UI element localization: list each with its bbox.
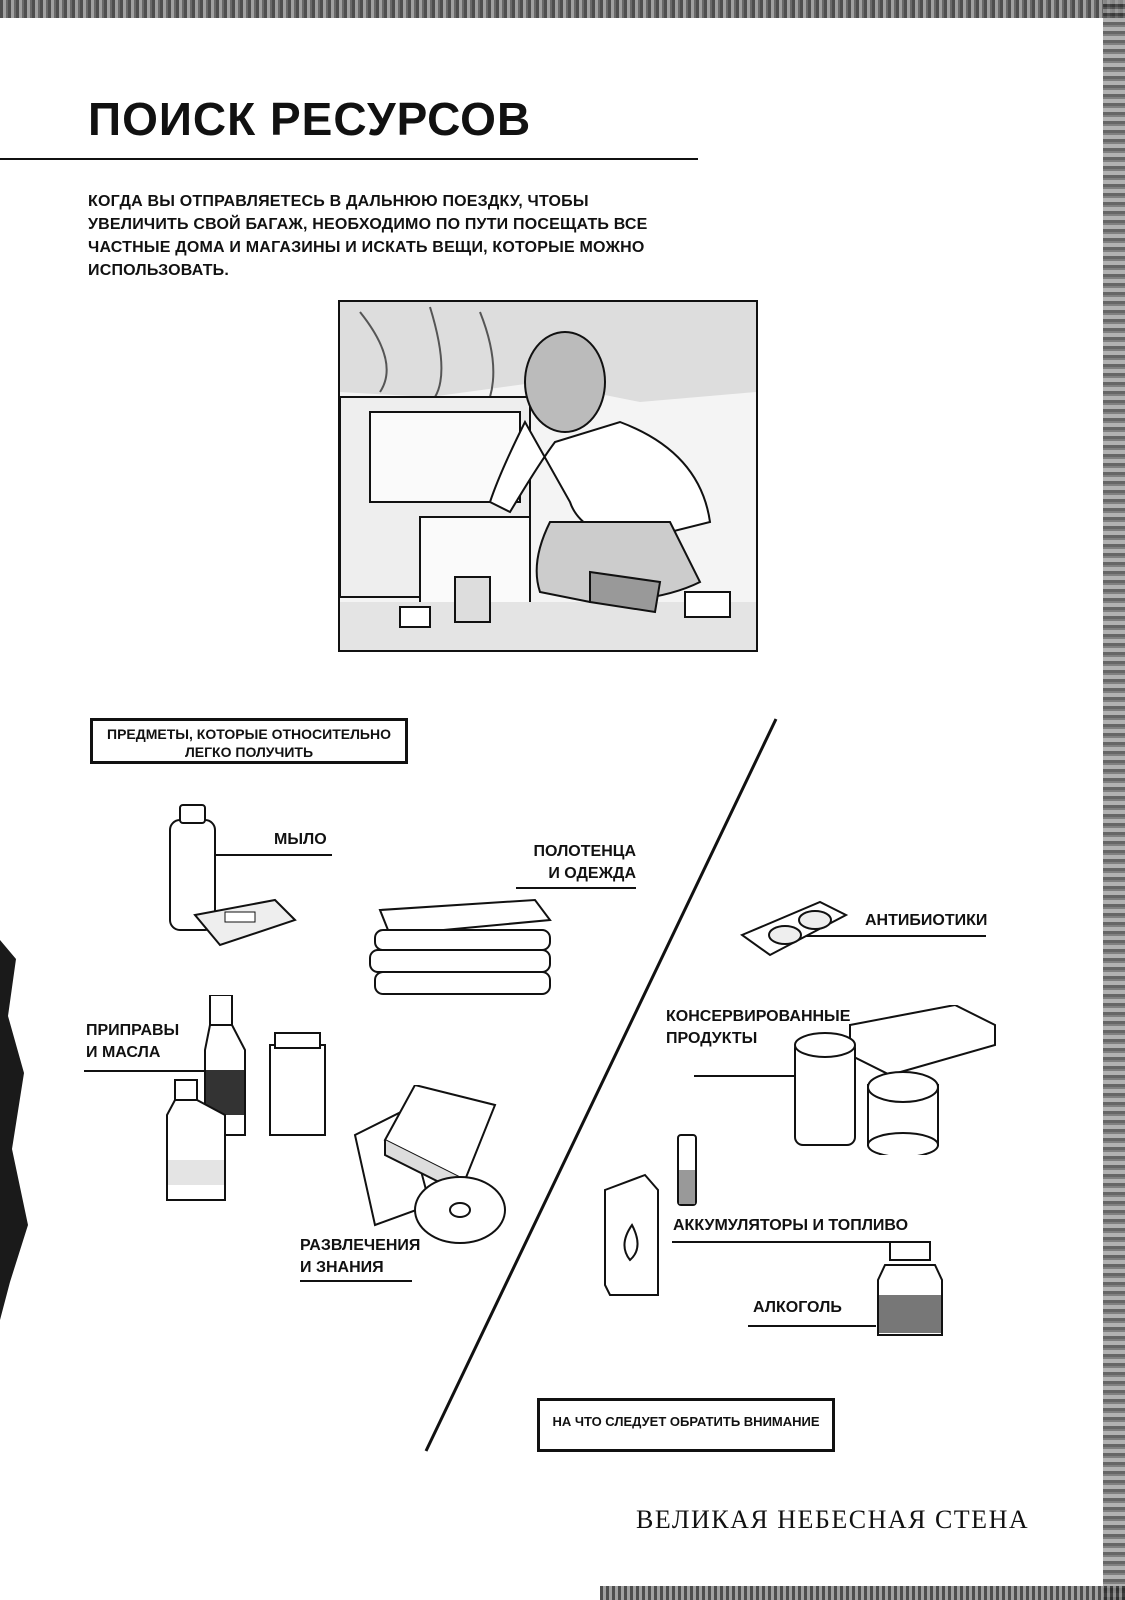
seasonings-illustration [166,995,326,1201]
intro-text: КОГДА ВЫ ОТПРАВЛЯЕТЕСЬ В ДАЛЬНЮЮ ПОЕЗДКУ… [88,193,648,279]
canned-food-illustration [794,1005,996,1155]
label-alcohol: АЛКОГОЛЬ [753,1299,842,1316]
leader-soap [214,854,332,856]
leader-entertainment [300,1280,412,1282]
footer-series-title: ВЕЛИКАЯ НЕБЕСНАЯ СТЕНА [636,1505,1030,1534]
battery-and-fuel-illustration [604,1134,697,1296]
label-canned: КОНСЕРВИРОВАННЫЕ ПРОДУКТЫ [666,1006,850,1050]
torn-edge-bottom [600,1586,1125,1600]
attention-items-header: НА ЧТО СЛЕДУЕТ ОБРАТИТЬ ВНИМАНИЕ [537,1398,835,1452]
leader-seasonings [84,1070,209,1072]
label-entertainment: РАЗВЛЕЧЕНИЯ И ЗНАНИЯ [300,1235,420,1279]
diagonal-divider [424,718,778,1452]
leader-batteries [672,1241,930,1243]
alcohol-bottle-illustration [877,1241,943,1336]
title-divider [0,158,698,160]
label-seasonings-line1: ПРИПРАВЫ [86,1022,180,1039]
label-soap: МЫЛО [274,831,327,848]
manga-panel-searching [338,300,758,652]
leader-antibiotics [806,935,986,937]
label-canned-line1: КОНСЕРВИРОВАННЫЕ [666,1008,851,1025]
label-towels-line2: И ОДЕЖДА [548,865,636,882]
girl-searching-illustration [340,302,756,650]
label-entertainment-line2: И ЗНАНИЯ [300,1259,384,1276]
towels-illustration [369,898,552,995]
soap-and-bottle-illustration [169,804,297,947]
label-entertainment-line1: РАЗВЛЕЧЕНИЯ [300,1237,421,1254]
leader-alcohol [748,1325,876,1327]
leader-towels [516,887,636,889]
torn-edge-left [0,940,28,1320]
page-title: ПОИСК РЕСУРСОВ [88,93,532,145]
leader-canned [694,1075,794,1077]
label-batteries: АККУМУЛЯТОРЫ И ТОПЛИВО [673,1217,909,1234]
easy-items-header: ПРЕДМЕТЫ, КОТОРЫЕ ОТНОСИТЕЛЬНО ЛЕГКО ПОЛ… [90,718,408,764]
label-seasonings: ПРИПРАВЫ И МАСЛА [86,1020,179,1064]
label-seasonings-line2: И МАСЛА [86,1044,161,1061]
label-towels-line1: ПОЛОТЕНЦА [533,843,636,860]
label-towels: ПОЛОТЕНЦА И ОДЕЖДА [528,841,636,885]
books-and-cd-illustration [353,1085,506,1244]
torn-edge-top [0,0,1125,18]
label-canned-line2: ПРОДУКТЫ [666,1030,758,1047]
torn-edge-right [1103,0,1125,1600]
label-antibiotics: АНТИБИОТИКИ [865,912,988,929]
antibiotics-blister-illustration [740,900,849,957]
